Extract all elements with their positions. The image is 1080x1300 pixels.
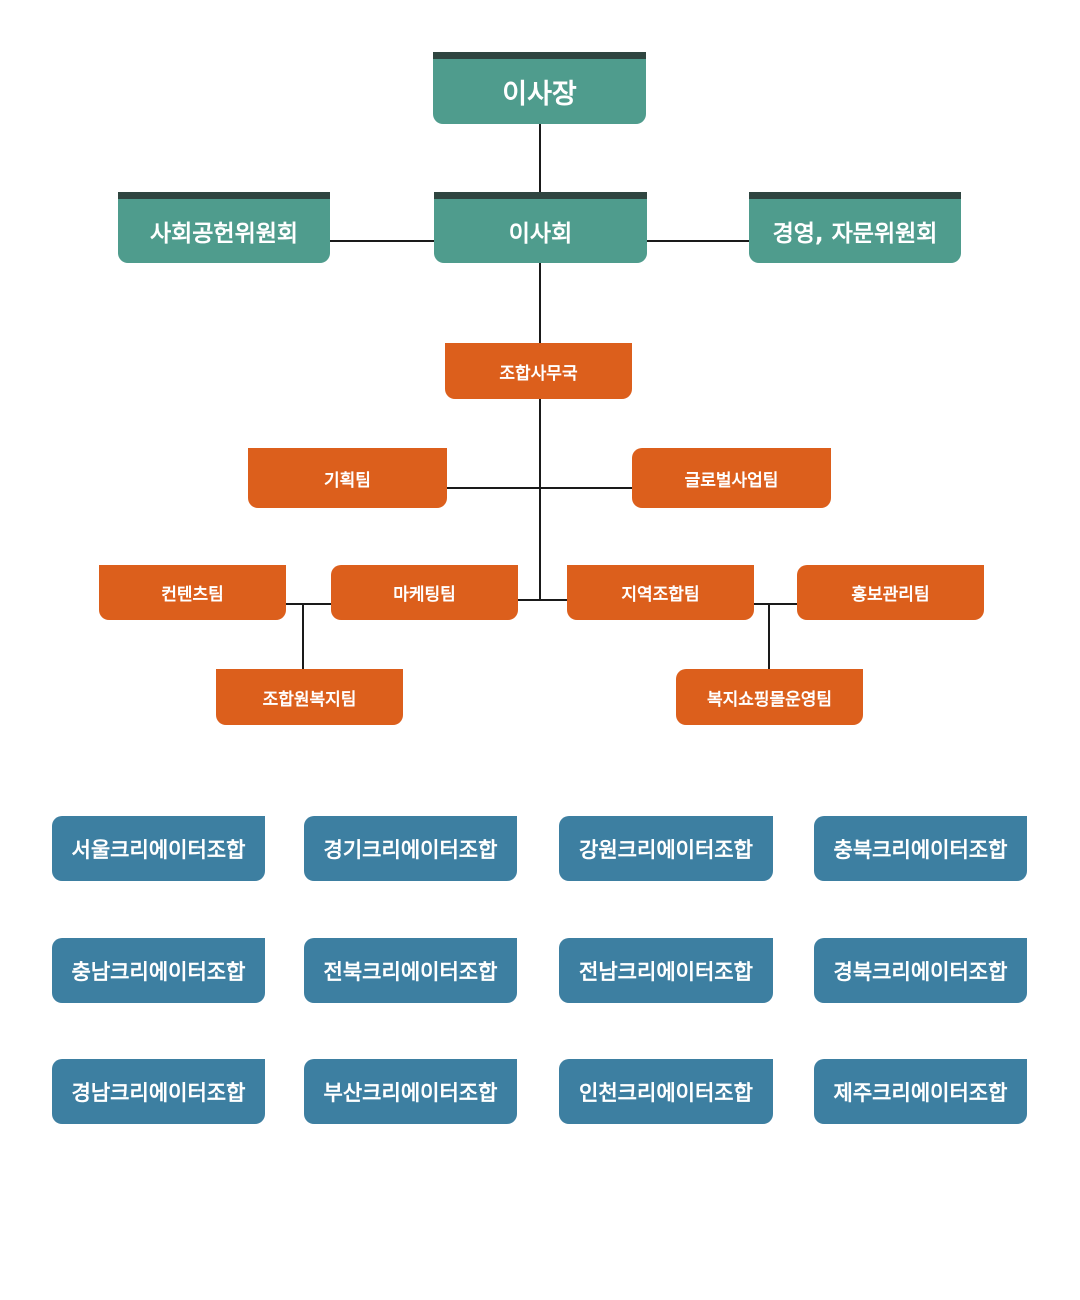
union-chungnam: 충남크리에이터조합 xyxy=(52,938,265,1003)
union-incheon: 인천크리에이터조합 xyxy=(559,1059,773,1124)
chairman-box: 이사장 xyxy=(433,52,646,124)
union-chungbuk: 충북크리에이터조합 xyxy=(814,816,1027,881)
team-pr: 홍보관리팀 xyxy=(797,565,984,620)
union-gangwon: 강원크리에이터조합 xyxy=(559,816,773,881)
team-regional: 지역조합팀 xyxy=(567,565,754,620)
union-gyeongbuk: 경북크리에이터조합 xyxy=(814,938,1027,1003)
union-jeonnam: 전남크리에이터조합 xyxy=(559,938,773,1003)
team-planning: 기획팀 xyxy=(248,448,447,508)
advisory-committee-box: 경영, 자문위원회 xyxy=(749,192,961,263)
social-committee-box: 사회공헌위원회 xyxy=(118,192,330,263)
connector-regional-pr xyxy=(754,603,798,605)
team-global: 글로벌사업팀 xyxy=(632,448,831,508)
connector-marketing-regional xyxy=(518,599,568,601)
connector-social-board xyxy=(330,240,435,242)
connector-secretariat-trunk xyxy=(539,398,541,601)
connector-chairman-board xyxy=(539,124,541,192)
secretariat-box: 조합사무국 xyxy=(445,343,632,399)
connector-welfare-shopping xyxy=(768,603,770,669)
union-jeju: 제주크리에이터조합 xyxy=(814,1059,1027,1124)
union-gyeongnam: 경남크리에이터조합 xyxy=(52,1059,265,1124)
union-jeonbuk: 전북크리에이터조합 xyxy=(304,938,517,1003)
union-gyeonggi: 경기크리에이터조합 xyxy=(304,816,517,881)
team-member-welfare: 조합원복지팀 xyxy=(216,669,403,725)
connector-member-welfare xyxy=(302,603,304,669)
union-seoul: 서울크리에이터조합 xyxy=(52,816,265,881)
connector-board-advisory xyxy=(646,240,750,242)
connector-board-secretariat xyxy=(539,263,541,343)
team-marketing: 마케팅팀 xyxy=(331,565,518,620)
board-box: 이사회 xyxy=(434,192,647,263)
team-welfare-shopping: 복지쇼핑몰운영팀 xyxy=(676,669,863,725)
connector-contents-marketing xyxy=(286,603,332,605)
connector-planning-global xyxy=(447,487,632,489)
team-contents: 컨텐츠팀 xyxy=(99,565,286,620)
union-busan: 부산크리에이터조합 xyxy=(304,1059,517,1124)
